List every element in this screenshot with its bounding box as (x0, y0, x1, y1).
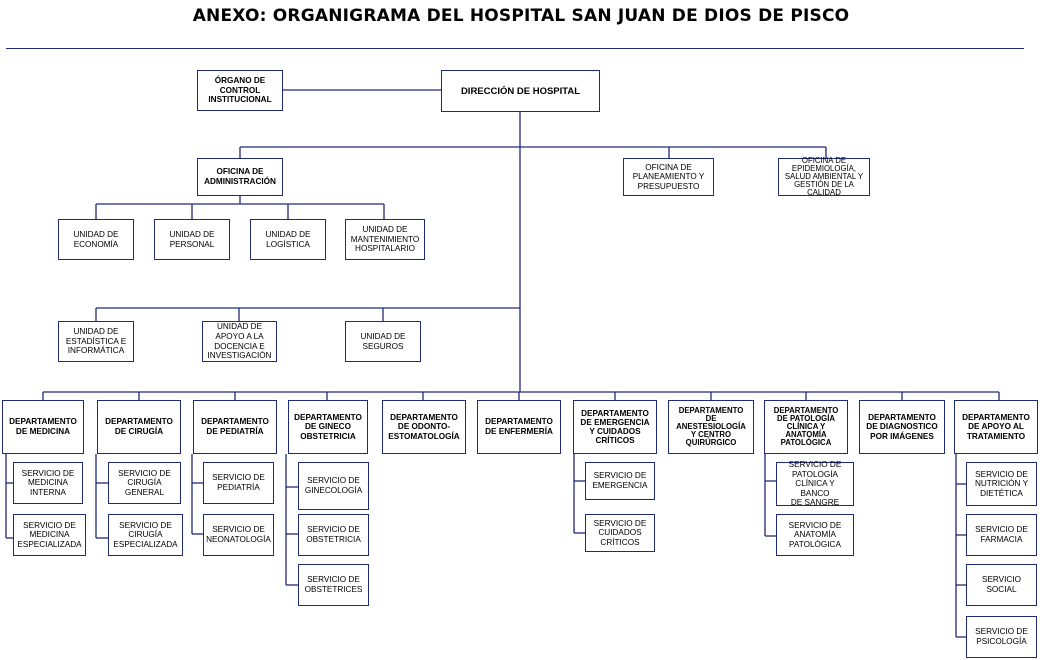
unidad-estadistica-box: UNIDAD DE ESTADÍSTICA E INFORMÁTICA (58, 321, 134, 362)
dep-anestesiologia-box: DEPARTAMENTO DE ANESTESIOLOGÍA Y CENTRO … (668, 400, 754, 454)
unidad-personal-box: UNIDAD DE PERSONAL (154, 219, 230, 260)
oficina-epidemiologia-box: OFICINA DE EPIDEMIOLOGÍA, SALUD AMBIENTA… (778, 156, 870, 197)
serv-neonatologia-box: SERVICIO DE NEONATOLOGÍA (203, 514, 274, 556)
unidad-logistica-box: UNIDAD DE LOGÍSTICA (250, 219, 326, 260)
serv-cirugia-general-box: SERVICIO DE CIRUGÍA GENERAL (108, 462, 181, 504)
serv-obstetricia-box: SERVICIO DE OBSTETRICIA (298, 514, 369, 556)
serv-medicina-especializada-box: SERVICIO DE MEDICINA ESPECIALIZADA (13, 514, 86, 556)
direccion-hospital-box: DIRECCIÓN DE HOSPITAL (441, 70, 600, 112)
serv-patologia-clinica-box: SERVICIO DE PATOLOGÍA CLÍNICA Y BANCO DE… (776, 460, 854, 507)
dep-diagnostico-box: DEPARTAMENTO DE DIAGNOSTICO POR IMÁGENES (859, 400, 945, 454)
serv-cuidados-criticos-box: SERVICIO DE CUIDADOS CRÍTICOS (585, 514, 655, 552)
serv-psicologia-box: SERVICIO DE PSICOLOGÍA (966, 616, 1037, 658)
serv-pediatria-box: SERVICIO DE PEDIATRÍA (203, 462, 274, 504)
serv-obstetrices-box: SERVICIO DE OBSTETRICES (298, 564, 369, 606)
unidad-docencia-box: UNIDAD DE APOYO A LA DOCENCIA E INVESTIG… (202, 321, 277, 362)
unidad-seguros-box: UNIDAD DE SEGUROS (345, 321, 421, 362)
dep-pediatria-box: DEPARTAMENTO DE PEDIATRÍA (193, 400, 277, 454)
serv-medicina-interna-box: SERVICIO DE MEDICINA INTERNA (13, 462, 83, 504)
dep-patologia-box: DEPARTAMENTO DE PATOLOGÍA CLÍNICA Y ANAT… (764, 400, 848, 454)
oficina-administracion-box: OFICINA DE ADMINISTRACIÓN (197, 158, 283, 196)
dep-apoyo-box: DEPARTAMENTO DE APOYO AL TRATAMIENTO (954, 400, 1038, 454)
serv-cirugia-especializada-box: SERVICIO DE CIRUGÍA ESPECIALIZADA (108, 514, 183, 556)
dep-enfermeria-box: DEPARTAMENTO DE ENFERMERÍA (477, 400, 561, 454)
serv-nutricion-box: SERVICIO DE NUTRICIÓN Y DIETÉTICA (966, 462, 1037, 506)
dep-odonto-box: DEPARTAMENTO DE ODONTO- ESTOMATOLOGÍA (382, 400, 466, 454)
serv-farmacia-box: SERVICIO DE FARMACIA (966, 514, 1037, 556)
serv-emergencia-box: SERVICIO DE EMERGENCIA (585, 462, 655, 500)
unidad-economia-box: UNIDAD DE ECONOMÍA (58, 219, 134, 260)
dep-gineco-box: DEPARTAMENTO DE GINECO OBSTETRICIA (288, 400, 368, 454)
organo-control-box: ÓRGANO DE CONTROL INSTITUCIONAL (197, 70, 283, 111)
serv-anatomia-patologica-box: SERVICIO DE ANATOMÍA PATOLÓGICA (776, 514, 854, 556)
serv-social-box: SERVICIO SOCIAL (966, 564, 1037, 606)
page-title: ANEXO: ORGANIGRAMA DEL HOSPITAL SAN JUAN… (192, 6, 850, 26)
unidad-mantenimiento-box: UNIDAD DE MANTENIMIENTO HOSPITALARIO (345, 219, 425, 260)
title-divider (6, 48, 1024, 49)
dep-medicina-box: DEPARTAMENTO DE MEDICINA (2, 400, 84, 454)
serv-ginecologia-box: SERVICIO DE GINECOLOGÍA (298, 462, 369, 510)
dep-cirugia-box: DEPARTAMENTO DE CIRUGÍA (97, 400, 181, 454)
oficina-planeamiento-box: OFICINA DE PLANEAMIENTO Y PRESUPUESTO (623, 158, 714, 196)
dep-emergencia-box: DEPARTAMENTO DE EMERGENCIA Y CUIDADOS CR… (573, 400, 657, 454)
